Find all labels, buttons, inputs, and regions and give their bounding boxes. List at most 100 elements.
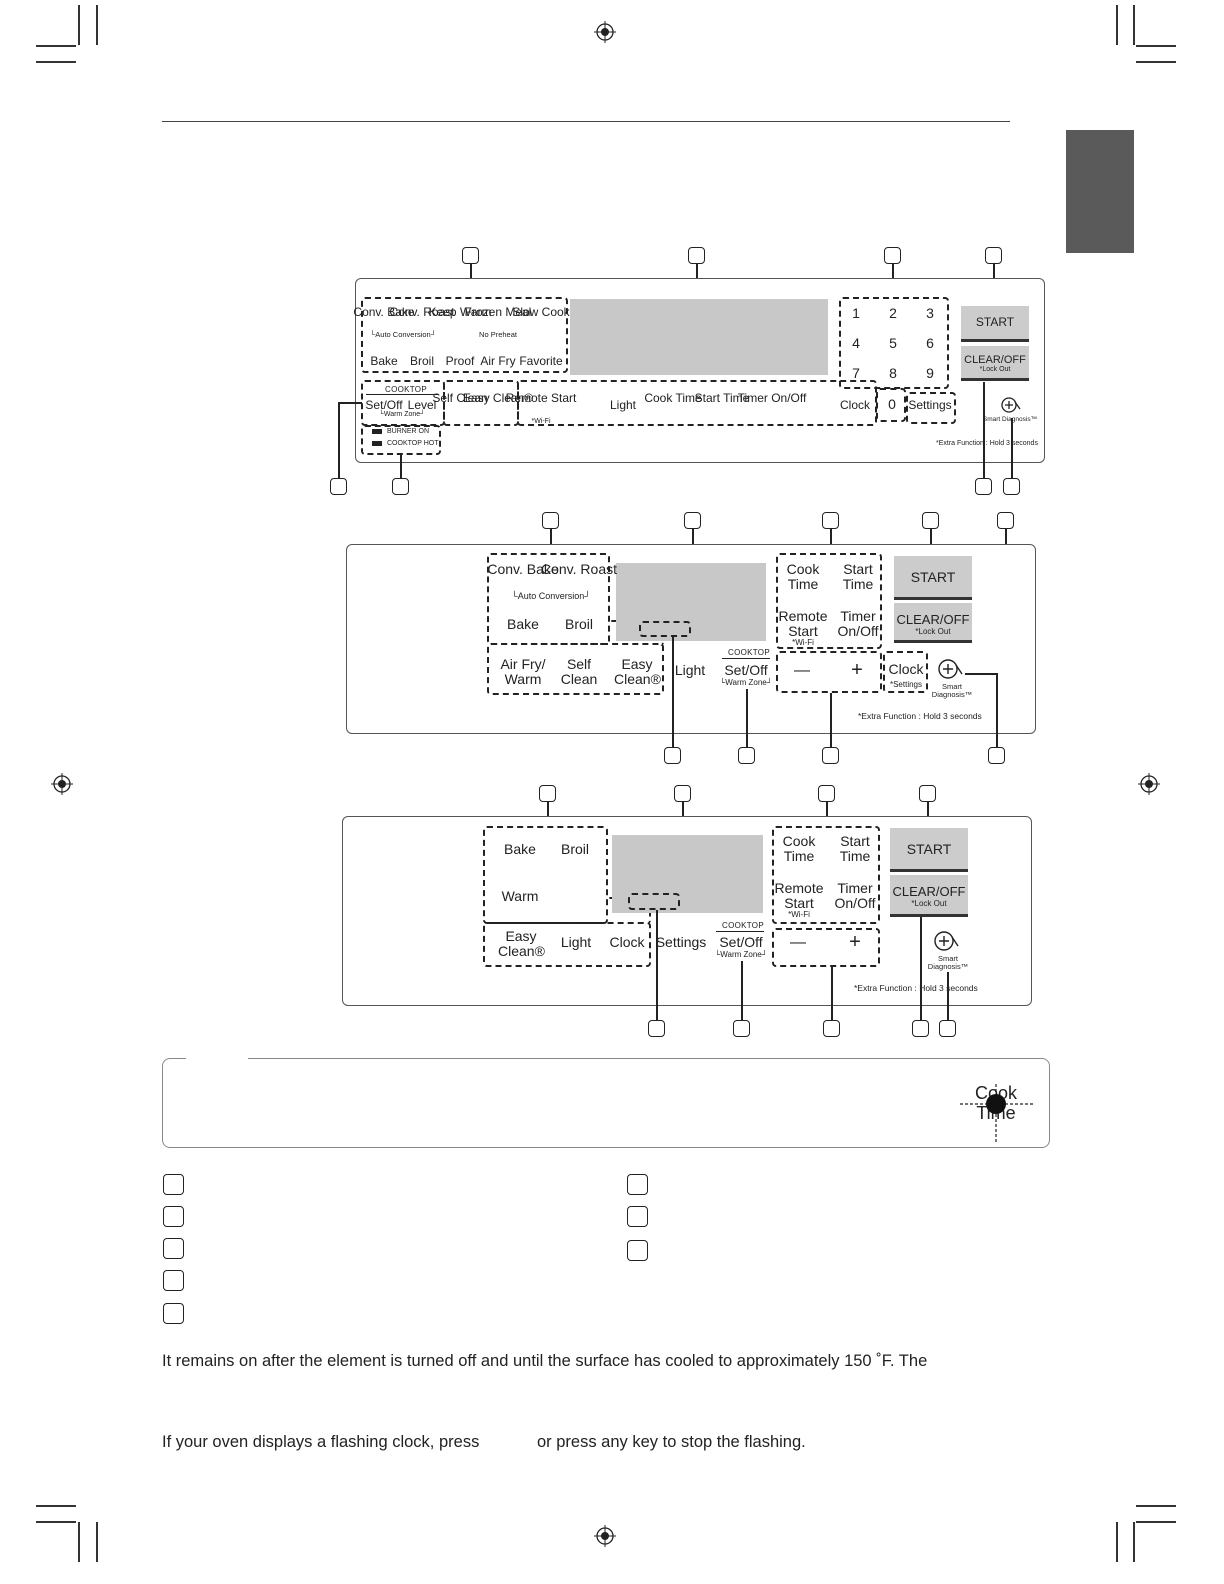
- bake-button[interactable]: Bake: [370, 354, 398, 368]
- callout-line: [965, 673, 996, 675]
- broil-button[interactable]: Broil: [564, 616, 594, 632]
- start-button[interactable]: START: [890, 828, 968, 872]
- plus-button[interactable]: +: [849, 931, 861, 953]
- zero-key-group: [876, 388, 906, 422]
- bake-button[interactable]: Bake: [507, 616, 539, 632]
- keypad-3[interactable]: 3: [926, 305, 934, 321]
- clock-button[interactable]: Clock: [609, 934, 645, 950]
- self-clean-button[interactable]: Self Clean: [560, 656, 598, 688]
- registration-mark-icon: [594, 1525, 616, 1547]
- callout-line: [830, 529, 832, 553]
- callout-line: [947, 972, 949, 1020]
- keypad-5[interactable]: 5: [889, 335, 897, 351]
- frozen-meal-button[interactable]: Frozen Meal: [464, 305, 532, 319]
- clear-off-button[interactable]: CLEAR/OFF*Lock Out: [961, 346, 1029, 381]
- smart-diagnosis-icon[interactable]: [1000, 396, 1022, 414]
- callout-line: [1011, 418, 1013, 478]
- settings-button[interactable]: Settings: [655, 934, 707, 950]
- cooktop-level-button[interactable]: Level: [407, 398, 437, 412]
- conv-bake-button[interactable]: Conv. Bake: [353, 305, 415, 319]
- smart-diagnosis-icon[interactable]: [937, 658, 965, 682]
- conv-bake-button[interactable]: Conv. Bake: [487, 561, 559, 577]
- light-button[interactable]: Light: [560, 934, 592, 950]
- registration-mark-icon: [594, 21, 616, 43]
- start-button[interactable]: START: [961, 306, 1029, 342]
- keypad-6[interactable]: 6: [926, 335, 934, 351]
- broil-button[interactable]: Broil: [560, 841, 590, 857]
- cooktop-header: COOKTOP: [728, 648, 770, 657]
- keypad-2[interactable]: 2: [889, 305, 897, 321]
- clear-off-button[interactable]: CLEAR/OFF*Lock Out: [894, 603, 972, 643]
- settings-indicator: [628, 893, 680, 910]
- clock-button[interactable]: Clock: [888, 661, 924, 677]
- clock-button[interactable]: Clock: [839, 398, 871, 412]
- keypad-1[interactable]: 1: [852, 305, 860, 321]
- minus-button[interactable]: —: [790, 934, 806, 951]
- callout-box: [738, 747, 755, 764]
- remote-start-button[interactable]: Remote Start: [505, 391, 577, 405]
- extra-function-note: *Extra Function : Hold 3 seconds: [858, 711, 982, 721]
- easy-clean-button[interactable]: Easy Clean®: [614, 656, 661, 688]
- keypad-7[interactable]: 7: [852, 365, 860, 381]
- display-screen: [570, 299, 828, 375]
- cooktop-set-off-button[interactable]: Set/Off: [365, 398, 403, 412]
- no-preheat-label: No Preheat: [479, 330, 517, 339]
- slow-cook-button[interactable]: Slow Cook: [512, 305, 570, 319]
- cooktop-rule: [722, 658, 770, 659]
- clear-off-button[interactable]: CLEAR/OFF*Lock Out: [890, 875, 968, 917]
- cooking-modes-group: [483, 826, 608, 924]
- legend-box: [163, 1270, 184, 1291]
- light-button[interactable]: Light: [609, 398, 637, 412]
- warm-button[interactable]: Warm: [501, 888, 539, 904]
- keypad-4[interactable]: 4: [852, 335, 860, 351]
- timer-onoff-button[interactable]: Timer On/Off: [837, 608, 879, 640]
- callout-line: [746, 689, 748, 747]
- cook-time-button[interactable]: Cook Time: [786, 561, 820, 593]
- keypad-8[interactable]: 8: [889, 365, 897, 381]
- easy-clean-button[interactable]: Easy Clean®: [498, 928, 545, 960]
- remote-start-button[interactable]: Remote Start: [778, 608, 828, 640]
- conv-roast-button[interactable]: Conv. Roast: [541, 561, 617, 577]
- settings-group: [906, 392, 956, 424]
- start-time-button[interactable]: Start Time: [839, 833, 871, 865]
- conv-roast-button[interactable]: Conv. Roast: [389, 305, 455, 319]
- light-indicator: [639, 621, 691, 637]
- self-clean-button[interactable]: Self Clean: [432, 391, 488, 405]
- keypad-9[interactable]: 9: [926, 365, 934, 381]
- cooktop-hot-indicator: COOKTOP HOT: [372, 440, 438, 447]
- cooktop-rule: [366, 394, 438, 395]
- keypad-0[interactable]: 0: [888, 396, 896, 412]
- language-side-tab: [1066, 130, 1134, 253]
- start-time-button[interactable]: Start Time: [694, 391, 750, 405]
- callout-line: [656, 910, 658, 1020]
- remote-start-button[interactable]: Remote Start: [774, 880, 824, 912]
- light-button[interactable]: Light: [674, 662, 706, 678]
- minus-button[interactable]: —: [794, 662, 810, 679]
- callout-box: [733, 1020, 750, 1037]
- easy-clean-button[interactable]: Easy Clean®: [462, 391, 534, 405]
- callout-box: [330, 478, 347, 495]
- smart-diagnosis-icon[interactable]: [933, 930, 961, 954]
- cook-time-button[interactable]: Cook Time: [782, 833, 816, 865]
- start-button[interactable]: START: [894, 556, 972, 600]
- air-fry-button[interactable]: Air Fry: [480, 354, 516, 368]
- air-fry-warm-button[interactable]: Air Fry/ Warm: [500, 656, 546, 688]
- keep-warm-button[interactable]: Keep Warm: [428, 305, 492, 319]
- favorite-button[interactable]: Favorite: [519, 354, 563, 368]
- cook-time-button[interactable]: Cook Time: [644, 391, 702, 405]
- plus-button[interactable]: +: [851, 659, 863, 681]
- flashing-clock-text-b: or press any key to stop the flashing.: [537, 1433, 806, 1451]
- start-time-button[interactable]: Start Time: [842, 561, 874, 593]
- cooktop-set-off-button[interactable]: Set/Off: [719, 934, 763, 950]
- broil-button[interactable]: Broil: [409, 354, 435, 368]
- settings-button[interactable]: Settings: [908, 398, 952, 412]
- callout-box: [988, 747, 1005, 764]
- bake-button[interactable]: Bake: [504, 841, 536, 857]
- timer-onoff-button[interactable]: Timer On/Off: [737, 391, 807, 405]
- crop-mark: [96, 5, 98, 45]
- proof-button[interactable]: Proof: [445, 354, 475, 368]
- crop-mark: [96, 1522, 98, 1562]
- callout-line: [826, 802, 828, 827]
- cooktop-set-off-button[interactable]: Set/Off: [724, 662, 768, 678]
- timer-onoff-button[interactable]: Timer On/Off: [834, 880, 876, 912]
